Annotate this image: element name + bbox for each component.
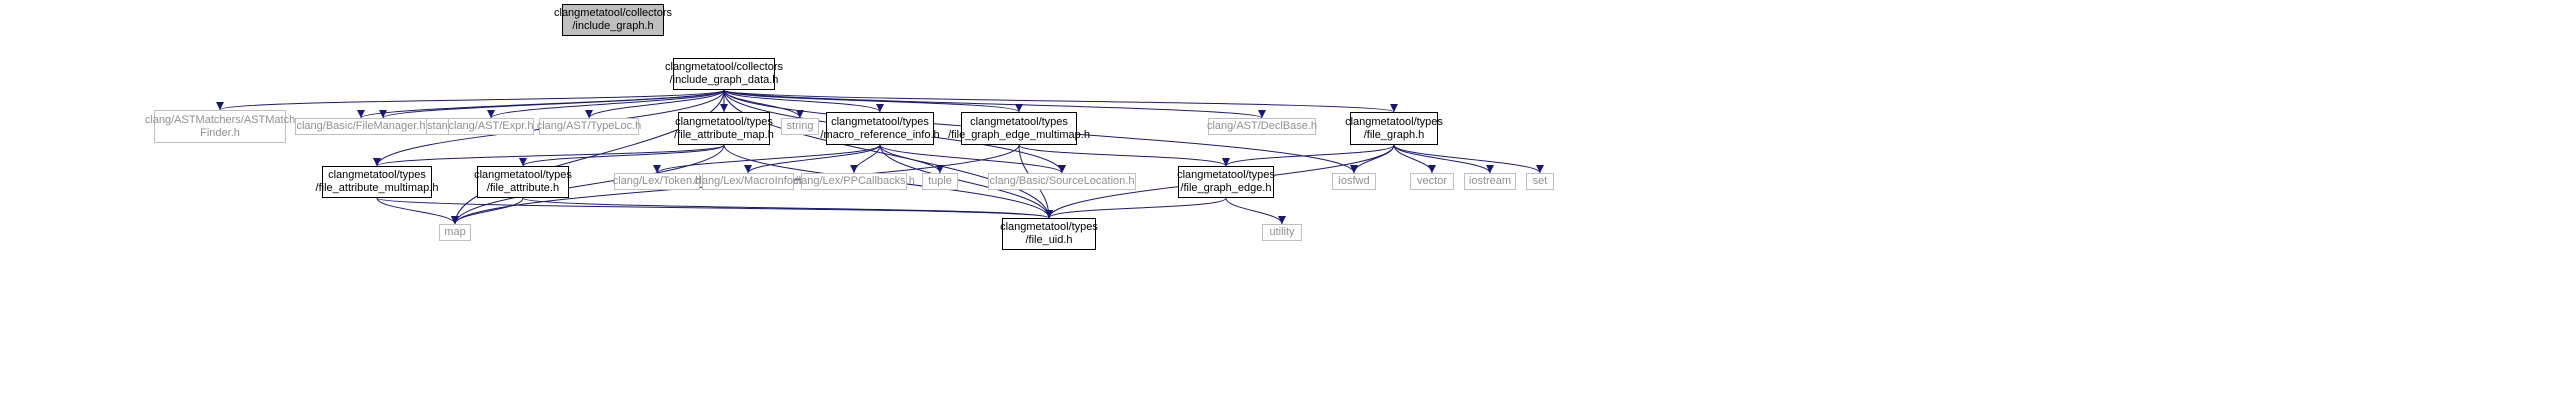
node-tuple[interactable]: tuple bbox=[922, 173, 958, 190]
node-utility[interactable]: utility bbox=[1262, 224, 1302, 241]
node-ast-match-finder-line2: Finder.h bbox=[200, 126, 240, 139]
node-iosfwd[interactable]: iosfwd bbox=[1332, 173, 1376, 190]
edge-file-graph-to-iostream bbox=[1393, 144, 1494, 174]
node-file-attribute-multimap-line2: /file_attribute_multimap.h bbox=[315, 182, 439, 194]
node-file-attribute-multimap-line1: clangmetatool/types bbox=[328, 169, 426, 181]
node-include-graph-data[interactable]: clangmetatool/collectors /include_graph_… bbox=[665, 58, 783, 90]
node-expr-line1: clang/AST/Expr.h bbox=[448, 120, 534, 132]
edge-macro-reference-info-to-source-location bbox=[879, 144, 1066, 174]
node-file-graph-line1: clangmetatool/types bbox=[1345, 115, 1443, 128]
node-file-attribute-line1: clangmetatool/types bbox=[474, 169, 572, 181]
node-file-graph-edge-line1: clangmetatool/types bbox=[1177, 169, 1275, 181]
node-file-manager[interactable]: clang/Basic/FileManager.h bbox=[295, 118, 427, 135]
node-decl-base-line1: clang/AST/DeclBase.h bbox=[1206, 120, 1318, 132]
edge-include-graph-data-to-file-graph bbox=[723, 89, 1398, 113]
edge-include-graph-data-to-file-manager bbox=[357, 89, 725, 119]
node-include-graph-data-line1: clangmetatool/collectors bbox=[665, 61, 784, 73]
node-file-graph[interactable]: clangmetatool/types /file_graph.h bbox=[1345, 112, 1443, 145]
edge-macro-reference-info-to-macro-info bbox=[744, 144, 881, 174]
edge-file-attribute-map-to-file-attribute-multimap bbox=[373, 144, 725, 167]
node-string-line1: string bbox=[786, 120, 814, 132]
node-ast-match-finder[interactable]: clang/ASTMatchers/ASTMatch Finder.h bbox=[145, 110, 295, 143]
edge-macro-reference-info-to-tuple bbox=[879, 144, 944, 174]
node-file-uid[interactable]: clangmetatool/types /file_uid.h bbox=[1000, 218, 1098, 250]
edge-file-graph-edge-multimap-to-file-graph-edge bbox=[1018, 144, 1230, 167]
node-macro-info-line1: clang/Lex/MacroInfo.h bbox=[693, 175, 803, 187]
node-macro-info[interactable]: clang/Lex/MacroInfo.h bbox=[694, 173, 802, 190]
node-file-manager-line1: clang/Basic/FileManager.h bbox=[296, 120, 426, 132]
node-file-graph-edge[interactable]: clangmetatool/types /file_graph_edge.h bbox=[1177, 166, 1275, 198]
node-include-graph-line2: /include_graph.h bbox=[572, 20, 654, 32]
node-set-line1: set bbox=[1532, 175, 1548, 187]
node-include-graph[interactable]: clangmetatool/collectors /include_graph.… bbox=[554, 4, 672, 36]
edge-file-graph-to-file-graph-edge bbox=[1222, 144, 1395, 167]
node-string[interactable]: string bbox=[781, 118, 819, 135]
node-file-attribute-map[interactable]: clangmetatool/types /file_attribute_map.… bbox=[674, 112, 774, 145]
node-file-attribute-multimap[interactable]: clangmetatool/types /file_attribute_mult… bbox=[316, 166, 438, 198]
node-file-graph-edge-multimap-line2: /file_graph_edge_multimap.h bbox=[948, 128, 1090, 141]
node-iostream[interactable]: iostream bbox=[1464, 173, 1516, 190]
edge-file-attribute-multimap-to-file-uid bbox=[376, 197, 1053, 219]
node-file-attribute-map-line2: /file_attribute_map.h bbox=[674, 128, 774, 141]
node-macro-reference-info-line1: clangmetatool/types bbox=[831, 115, 929, 128]
node-type-loc-line1: clang/AST/TypeLoc.h bbox=[536, 120, 642, 132]
node-iosfwd-line1: iosfwd bbox=[1338, 175, 1370, 187]
node-utility-line1: utility bbox=[1269, 226, 1295, 238]
node-file-uid-line1: clangmetatool/types bbox=[1000, 221, 1098, 233]
node-file-graph-edge-multimap-line1: clangmetatool/types bbox=[970, 115, 1068, 128]
node-macro-reference-info-line2: /macro_reference_info.h bbox=[820, 128, 940, 141]
node-file-graph-edge-multimap[interactable]: clangmetatool/types /file_graph_edge_mul… bbox=[948, 112, 1090, 145]
node-iostream-line1: iostream bbox=[1468, 175, 1512, 187]
node-vector[interactable]: vector bbox=[1410, 173, 1454, 190]
node-file-graph-edge-line2: /file_graph_edge.h bbox=[1180, 182, 1272, 194]
node-source-location[interactable]: clang/Basic/SourceLocation.h bbox=[988, 173, 1136, 190]
node-vector-line1: vector bbox=[1417, 175, 1447, 187]
node-expr[interactable]: clang/AST/Expr.h bbox=[448, 118, 534, 135]
node-decl-base[interactable]: clang/AST/DeclBase.h bbox=[1206, 118, 1318, 135]
edge-file-graph-edge-to-file-uid bbox=[1045, 197, 1227, 219]
edge-include-graph-data-to-expr bbox=[487, 89, 725, 119]
edge-file-graph-to-iosfwd bbox=[1350, 144, 1395, 174]
edge-file-attribute-to-file-uid bbox=[522, 197, 1053, 219]
node-file-uid-line2: /file_uid.h bbox=[1025, 234, 1073, 246]
node-file-attribute[interactable]: clangmetatool/types /file_attribute.h bbox=[474, 166, 572, 198]
node-ast-match-finder-line1: clang/ASTMatchers/ASTMatch bbox=[144, 113, 296, 126]
node-file-attribute-line2: /file_attribute.h bbox=[486, 182, 560, 194]
edge-macro-reference-info-to-file-uid bbox=[879, 144, 1053, 219]
edge-file-attribute-map-to-map bbox=[451, 144, 725, 225]
node-include-graph-line1: clangmetatool/collectors bbox=[554, 7, 673, 19]
edge-include-graph-data-to-ast-match-finder bbox=[216, 89, 725, 111]
node-type-loc[interactable]: clang/AST/TypeLoc.h bbox=[536, 118, 642, 135]
node-set[interactable]: set bbox=[1526, 173, 1554, 190]
edge-include-graph-data-to-type-loc bbox=[585, 89, 725, 119]
edge-include-graph-data-to-file-uid bbox=[723, 89, 1053, 219]
node-tuple-line1: tuple bbox=[928, 175, 952, 187]
node-token-line1: clang/Lex/Token.h bbox=[612, 175, 702, 187]
node-token[interactable]: clang/Lex/Token.h bbox=[612, 173, 702, 190]
node-macro-reference-info[interactable]: clangmetatool/types /macro_reference_inf… bbox=[820, 112, 940, 145]
node-source-location-line1: clang/Basic/SourceLocation.h bbox=[989, 175, 1135, 187]
node-map-line1: map bbox=[444, 226, 466, 238]
edge-file-attribute-map-to-file-attribute bbox=[519, 144, 725, 167]
edge-macro-reference-info-to-token bbox=[653, 144, 881, 174]
node-file-graph-line2: /file_graph.h bbox=[1363, 128, 1425, 141]
edge-file-attribute-to-map bbox=[451, 197, 524, 225]
node-include-graph-data-line2: /include_graph_data.h bbox=[669, 74, 779, 86]
edge-macro-reference-info-to-pp-callbacks bbox=[850, 144, 881, 174]
edge-file-graph-to-vector bbox=[1393, 144, 1436, 174]
edge-include-graph-data-to-decl-base bbox=[723, 89, 1266, 119]
edge-file-graph-edge-to-utility bbox=[1225, 197, 1286, 225]
node-file-attribute-map-line1: clangmetatool/types bbox=[675, 115, 773, 128]
node-pp-callbacks[interactable]: clang/Lex/PPCallbacks.h bbox=[793, 173, 915, 190]
node-pp-callbacks-line1: clang/Lex/PPCallbacks.h bbox=[793, 175, 915, 187]
edge-include-graph-data-to-macro-reference-info bbox=[723, 89, 884, 113]
edge-include-graph-data-to-file-graph-edge-multimap bbox=[723, 89, 1023, 113]
edge-file-graph-to-set bbox=[1393, 144, 1544, 174]
node-map[interactable]: map bbox=[439, 224, 471, 241]
